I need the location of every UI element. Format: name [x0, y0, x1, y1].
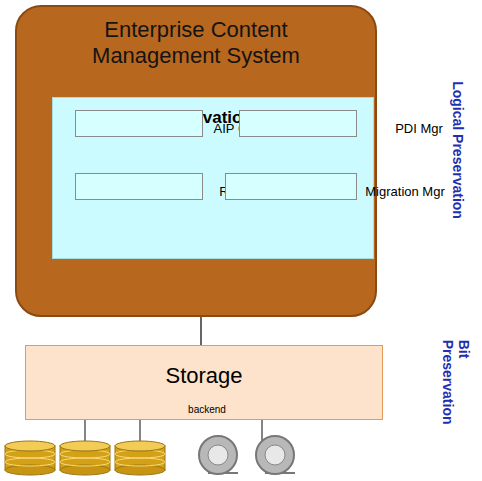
system-title: Enterprise Content Management System — [66, 17, 326, 70]
component-box: PDI Mgr — [239, 110, 357, 137]
side-label: Bit Preservation — [439, 340, 471, 425]
backend-label: backend — [188, 404, 226, 416]
engine-panel: Preservation EngineAIP GeneratorPDI MgrR… — [52, 97, 374, 259]
component-box: Migration Mgr — [225, 173, 357, 200]
box-label: Storage — [165, 363, 242, 389]
side-label: Logical Preservation — [450, 81, 466, 219]
connector-line — [200, 317, 202, 345]
disk-stacks — [5, 441, 165, 475]
box-label: Migration Mgr — [365, 184, 444, 200]
component-box: AIP Generator — [75, 110, 203, 137]
system-box: Enterprise Content Management SystemPres… — [15, 5, 377, 317]
component-box: RepInfo Mgr — [75, 173, 203, 200]
box-label: PDI Mgr — [395, 121, 443, 137]
tape-reels — [199, 436, 295, 474]
backend-wires — [85, 420, 262, 444]
